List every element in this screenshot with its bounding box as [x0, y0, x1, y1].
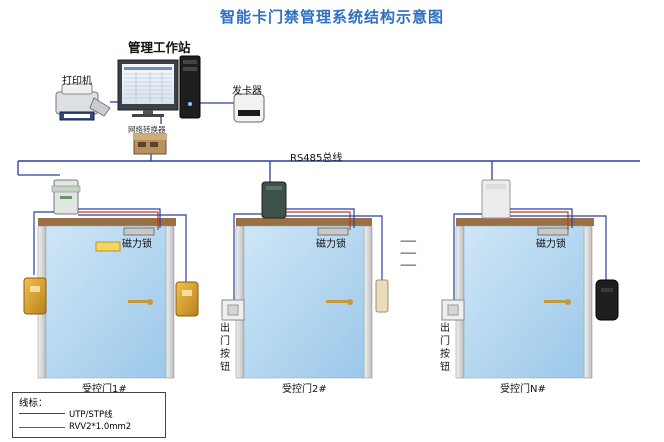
diagram-title: 智能卡门禁管理系统结构示意图	[219, 8, 444, 26]
door-2-assembly	[235, 218, 373, 379]
ellipsis-1: ------	[400, 236, 417, 247]
legend-item-rvv: RVV2*1.0mm2	[69, 422, 132, 432]
pc-tower-device	[179, 55, 201, 119]
exit-button-label-n: 出门按钮	[440, 323, 450, 373]
network-converter-label: 网络转换器	[128, 125, 166, 134]
magnetic-lock-label-1: 磁力锁	[122, 239, 152, 250]
monitor-device	[117, 59, 179, 117]
network-converter-device	[133, 133, 167, 155]
exit-button-2-device	[221, 299, 245, 321]
legend-box: 线标： UTP/STP线 RVV2*1.0mm2	[12, 392, 166, 438]
controller-2-device	[261, 181, 287, 219]
exit-button-n-device	[441, 299, 465, 321]
printer-label: 打印机	[62, 76, 92, 87]
door-1-wiring	[33, 208, 187, 282]
magnetic-lock-label-n: 磁力锁	[536, 239, 566, 250]
door-n-label: 受控门N#	[500, 384, 546, 395]
workstation-label: 管理工作站	[128, 40, 191, 55]
magnetic-lock-label-2: 磁力锁	[316, 239, 346, 250]
card-reader-1-left	[23, 277, 47, 315]
door-n-assembly	[455, 218, 594, 379]
ellipsis-3: ------	[400, 260, 417, 271]
card-issuer-device	[233, 93, 265, 123]
door-1-assembly	[37, 218, 176, 379]
card-issuer-label: 发卡器	[232, 86, 262, 97]
controller-n-device	[481, 179, 511, 219]
controller-1-device	[51, 179, 81, 215]
card-reader-n	[595, 279, 619, 321]
legend-swatch-utp	[19, 413, 65, 414]
door-2-wiring	[233, 208, 383, 300]
legend-item-utp: UTP/STP线	[69, 410, 113, 420]
legend-swatch-rvv	[19, 427, 65, 428]
door-1-label: 受控门1#	[82, 384, 127, 395]
card-reader-1-right	[175, 281, 199, 317]
printer-device	[55, 83, 111, 121]
door-2-label: 受控门2#	[282, 384, 327, 395]
exit-button-label-2: 出门按钮	[220, 323, 230, 373]
legend-title: 线标：	[19, 398, 48, 409]
ellipsis-2: ------	[400, 248, 417, 259]
card-reader-2	[375, 279, 389, 313]
door-n-wiring	[453, 208, 607, 300]
bus-label: RS485总线	[290, 153, 343, 164]
